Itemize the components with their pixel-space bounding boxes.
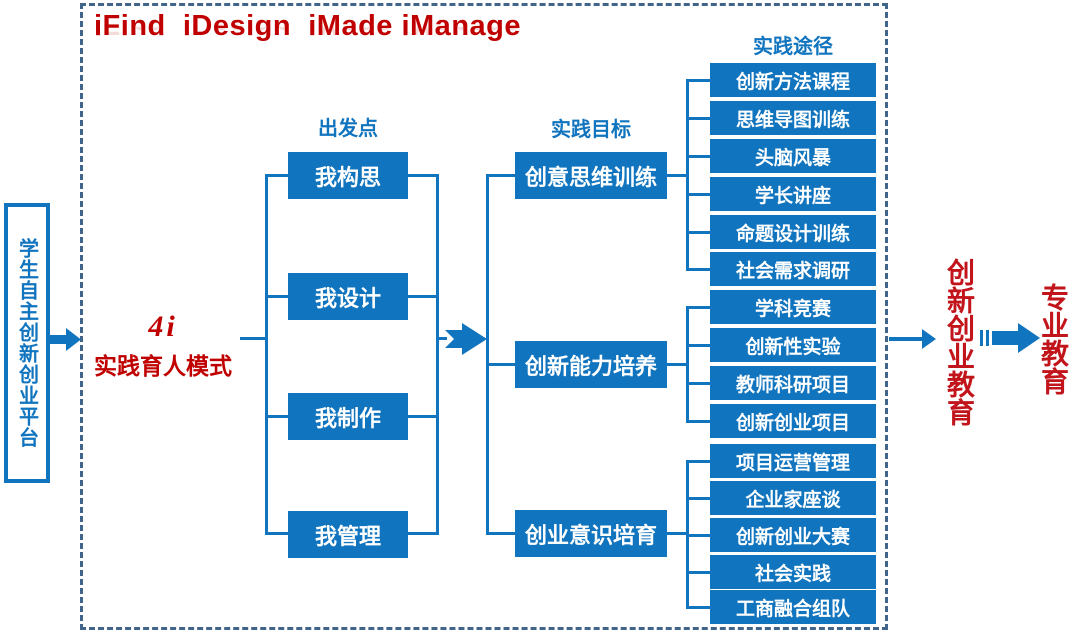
stage2-column-label: 实践目标: [551, 119, 631, 141]
pathway-item: 社会实践: [710, 555, 876, 589]
pathway-item-label: 教师科研项目: [735, 374, 850, 396]
connector: [240, 337, 266, 340]
stage2-item-2-label: 创业意识培育: [524, 522, 657, 548]
stage2-item-0: 创意思维训练: [515, 152, 667, 199]
connector: [408, 174, 439, 177]
connector: [689, 534, 710, 537]
output-primary-label: 创新创业教育: [944, 258, 975, 426]
connector: [689, 382, 710, 385]
pathway-item: 学科竞赛: [710, 290, 876, 324]
pathway-item: 创新创业大赛: [710, 518, 876, 552]
pathway-item: 社会需求调研: [710, 252, 876, 286]
connector: [439, 337, 447, 340]
connector: [489, 363, 515, 366]
connector: [689, 460, 710, 463]
pathway-item-label: 创新性实验: [745, 336, 841, 358]
connector: [667, 174, 689, 177]
stage2-item-1-label: 创新能力培养: [524, 353, 657, 379]
pathway-item: 学长讲座: [710, 177, 876, 211]
pathway-item-label: 学科竞赛: [754, 298, 831, 320]
stage1-item-3-label: 我管理: [314, 523, 381, 549]
arrow-right-icon: [889, 329, 936, 349]
pathway-item: 教师科研项目: [710, 366, 876, 400]
pathway-item-label: 社会实践: [754, 563, 831, 585]
pathway-item-label: 头脑风暴: [754, 147, 831, 169]
connector: [689, 344, 710, 347]
student-platform-box: 学生自主创新创业平台: [4, 203, 50, 483]
pathway-item-label: 学长讲座: [754, 185, 831, 207]
connector: [408, 415, 439, 418]
stage3-column-label: 实践途径: [753, 36, 833, 58]
stage2-item-2: 创业意识培育: [515, 510, 667, 557]
connector: [689, 117, 710, 120]
stage1-item-0-label: 我构思: [314, 164, 381, 190]
pathway-item-label: 命题设计训练: [735, 223, 850, 245]
connector: [408, 532, 439, 535]
stage1-item-2: 我制作: [288, 393, 408, 440]
striped-arrow-right-icon: [980, 323, 1040, 353]
pathway-item: 命题设计训练: [710, 215, 876, 249]
stage2-item-0-label: 创意思维训练: [524, 164, 657, 190]
model-name-label: 实践育人模式: [94, 353, 232, 379]
connector: [689, 571, 710, 574]
connector: [689, 306, 710, 309]
student-platform-label: 学生自主创新创业平台: [15, 238, 38, 448]
connector: [686, 79, 689, 271]
connector: [265, 174, 288, 177]
pathway-item: 头脑风暴: [710, 139, 876, 173]
connector: [689, 420, 710, 423]
stage1-item-1-label: 我设计: [314, 285, 381, 311]
connector: [667, 532, 689, 535]
pathway-item-label: 企业家座谈: [745, 489, 841, 511]
page-title-reflection: iFind iDesign iMade iManage: [94, 24, 521, 40]
connector: [689, 497, 710, 500]
pathway-item-label: 创新创业项目: [735, 412, 850, 434]
chevron-arrow-icon: [445, 323, 487, 355]
connector: [686, 306, 689, 423]
connector: [486, 174, 489, 535]
connector: [408, 295, 439, 298]
pathway-item: 创新方法课程: [710, 63, 876, 97]
connector: [686, 460, 689, 609]
connector: [689, 193, 710, 196]
connector: [689, 268, 710, 271]
connector: [489, 532, 515, 535]
pathway-item-label: 社会需求调研: [735, 260, 850, 282]
stage1-item-3: 我管理: [288, 511, 408, 558]
connector: [265, 295, 288, 298]
pathway-item-label: 创新方法课程: [735, 71, 850, 93]
pathway-item: 工商融合组队: [710, 590, 876, 624]
page-title: iFind iDesign iMade iManage: [94, 10, 521, 42]
connector: [489, 174, 515, 177]
output-secondary-label: 专业教育: [1038, 283, 1069, 395]
dashed-frame: [80, 3, 888, 630]
stage1-item-2-label: 我制作: [314, 405, 381, 431]
connector: [689, 155, 710, 158]
pathway-item-label: 创新创业大赛: [735, 526, 850, 548]
connector: [689, 606, 710, 609]
pathway-item-label: 思维导图训练: [735, 109, 850, 131]
connector: [689, 79, 710, 82]
connector: [667, 363, 689, 366]
pathway-item: 企业家座谈: [710, 481, 876, 515]
pathway-item: 创新性实验: [710, 328, 876, 362]
arrow-right-icon: [48, 328, 81, 351]
pathway-item-label: 工商融合组队: [735, 598, 850, 620]
pathway-item: 创新创业项目: [710, 404, 876, 438]
connector: [689, 231, 710, 234]
model-4i-label: 4i: [148, 310, 178, 343]
pathway-item: 思维导图训练: [710, 101, 876, 135]
connector: [265, 174, 268, 535]
connector: [436, 174, 439, 535]
connector: [265, 415, 288, 418]
pathway-item: 项目运营管理: [710, 444, 876, 478]
stage1-column-label: 出发点: [318, 118, 378, 140]
stage2-item-1: 创新能力培养: [515, 341, 667, 388]
pathway-item-label: 项目运营管理: [735, 452, 850, 474]
stage1-item-1: 我设计: [288, 273, 408, 320]
stage1-item-0: 我构思: [288, 152, 408, 199]
connector: [265, 532, 288, 535]
